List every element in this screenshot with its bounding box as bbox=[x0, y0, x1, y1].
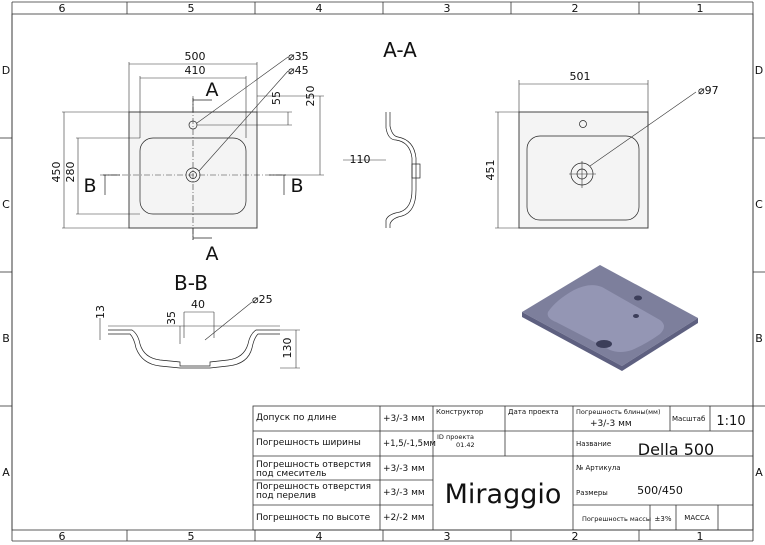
article-label: № Артикула bbox=[576, 464, 621, 472]
col-number-top: 6 bbox=[59, 2, 66, 15]
scale-label: Масштаб bbox=[672, 415, 705, 423]
render-side-edge bbox=[622, 318, 698, 371]
dim-hole-35: ⌀35 bbox=[288, 50, 309, 63]
row-letter-right: B bbox=[755, 332, 763, 345]
row-letter-right: A bbox=[755, 466, 763, 479]
date-label: Дата проекта bbox=[508, 408, 559, 416]
dim-bb-35: 35 bbox=[165, 311, 178, 325]
section-bb: B-B 40 ⌀25 13 35 130 bbox=[94, 271, 300, 369]
col-number-top: 3 bbox=[444, 2, 451, 15]
col-number-top: 1 bbox=[697, 2, 704, 15]
size-value: 500/450 bbox=[637, 484, 683, 497]
col-number-top: 2 bbox=[572, 2, 579, 15]
section-aa: A-A 110 bbox=[343, 38, 421, 228]
brand-logo: Miraggio bbox=[445, 479, 562, 510]
section-bb-profile bbox=[108, 329, 280, 367]
size-label: Размеры bbox=[576, 489, 608, 497]
row-label: Допуск по длине bbox=[256, 413, 337, 423]
row-label-line: под смеситель bbox=[256, 469, 326, 479]
row-label-line: Погрешность отверстия bbox=[256, 482, 371, 492]
depth-tol-label: Погрешность блины(мм) bbox=[576, 408, 660, 416]
render-overflow bbox=[633, 314, 639, 318]
row-letter-left: A bbox=[2, 466, 10, 479]
cut-a-top: A bbox=[206, 79, 219, 101]
row-value: +2/-2 мм bbox=[383, 513, 425, 523]
cut-a-bottom: A bbox=[206, 243, 219, 265]
dim-451: 451 bbox=[484, 160, 497, 181]
col-number-bottom: 4 bbox=[316, 530, 323, 543]
name-value: Della 500 bbox=[638, 440, 714, 459]
col-number-top: 4 bbox=[316, 2, 323, 15]
render-bowl bbox=[547, 285, 664, 352]
cut-b-left: B bbox=[83, 175, 96, 197]
render-drain bbox=[596, 340, 612, 348]
dim-55: 55 bbox=[270, 91, 283, 105]
dim-280: 280 bbox=[64, 162, 77, 183]
col-number-bottom: 2 bbox=[572, 530, 579, 543]
mass-tol-value: ±3% bbox=[655, 515, 672, 523]
row-value: +3/-3 мм bbox=[383, 464, 425, 474]
dim-501: 501 bbox=[570, 70, 591, 83]
dim-bb-13: 13 bbox=[94, 305, 107, 319]
row-label: Погрешность ширины bbox=[256, 438, 361, 448]
right-view-outline bbox=[518, 111, 649, 229]
col-number-bottom: 6 bbox=[59, 530, 66, 543]
top-view: 500 410 ⌀35 ⌀45 55 250 450 280 bbox=[50, 50, 324, 265]
section-aa-label: A-A bbox=[383, 38, 417, 62]
dim-97: ⌀97 bbox=[698, 84, 719, 97]
row-letter-left: B bbox=[2, 332, 10, 345]
section-bb-label: B-B bbox=[174, 271, 208, 295]
dim-110: 110 bbox=[350, 153, 371, 166]
row-value: +1,5/-1,5мм bbox=[383, 439, 436, 449]
dim-500: 500 bbox=[185, 50, 206, 63]
row-letter-left: D bbox=[2, 64, 10, 77]
constructor-label: Конструктор bbox=[436, 408, 484, 416]
row-label-line: под перелив bbox=[256, 491, 316, 501]
row-letter-right: C bbox=[755, 198, 763, 211]
col-number-top: 5 bbox=[188, 2, 195, 15]
title-block: Допуск по длине +3/-3 мм Погрешность шир… bbox=[252, 405, 754, 531]
section-aa-profile bbox=[385, 112, 413, 228]
mass-label: МАССА bbox=[684, 514, 710, 522]
row-label: Погрешность по высоте bbox=[256, 513, 371, 523]
row-letter-right: D bbox=[755, 64, 763, 77]
row-value: +3/-3 мм bbox=[383, 488, 425, 498]
col-number-bottom: 5 bbox=[188, 530, 195, 543]
name-label: Название bbox=[576, 440, 611, 448]
dim-bb-25: ⌀25 bbox=[252, 293, 273, 306]
cut-b-right: B bbox=[290, 175, 303, 197]
row-letter-left: C bbox=[2, 198, 10, 211]
project-id-label: ID проекта bbox=[437, 433, 474, 441]
mass-tol-label: Погрешность массы bbox=[582, 515, 651, 523]
dim-hole-45: ⌀45 bbox=[288, 64, 309, 77]
sink-render bbox=[522, 265, 698, 371]
dim-bb-40: 40 bbox=[191, 298, 205, 311]
project-id-value: 01.42 bbox=[456, 441, 475, 449]
dim-410: 410 bbox=[185, 64, 206, 77]
col-number-bottom: 1 bbox=[697, 530, 704, 543]
dim-bb-130: 130 bbox=[281, 338, 294, 359]
right-view-bowl bbox=[526, 135, 640, 221]
render-faucet-hole bbox=[634, 295, 642, 301]
row-label-line: Погрешность отверстия bbox=[256, 460, 371, 470]
dim-450: 450 bbox=[50, 162, 63, 183]
right-top-view: 501 ⌀97 451 bbox=[484, 70, 719, 229]
col-number-bottom: 3 bbox=[444, 530, 451, 543]
scale-value: 1:10 bbox=[716, 414, 745, 429]
render-front-edge bbox=[522, 312, 622, 371]
dim-250: 250 bbox=[304, 86, 317, 107]
row-value: +3/-3 мм bbox=[383, 414, 425, 424]
column-ticks bbox=[126, 2, 640, 541]
depth-tol-value: +3/-3 мм bbox=[590, 419, 632, 429]
row-ticks bbox=[0, 137, 765, 407]
